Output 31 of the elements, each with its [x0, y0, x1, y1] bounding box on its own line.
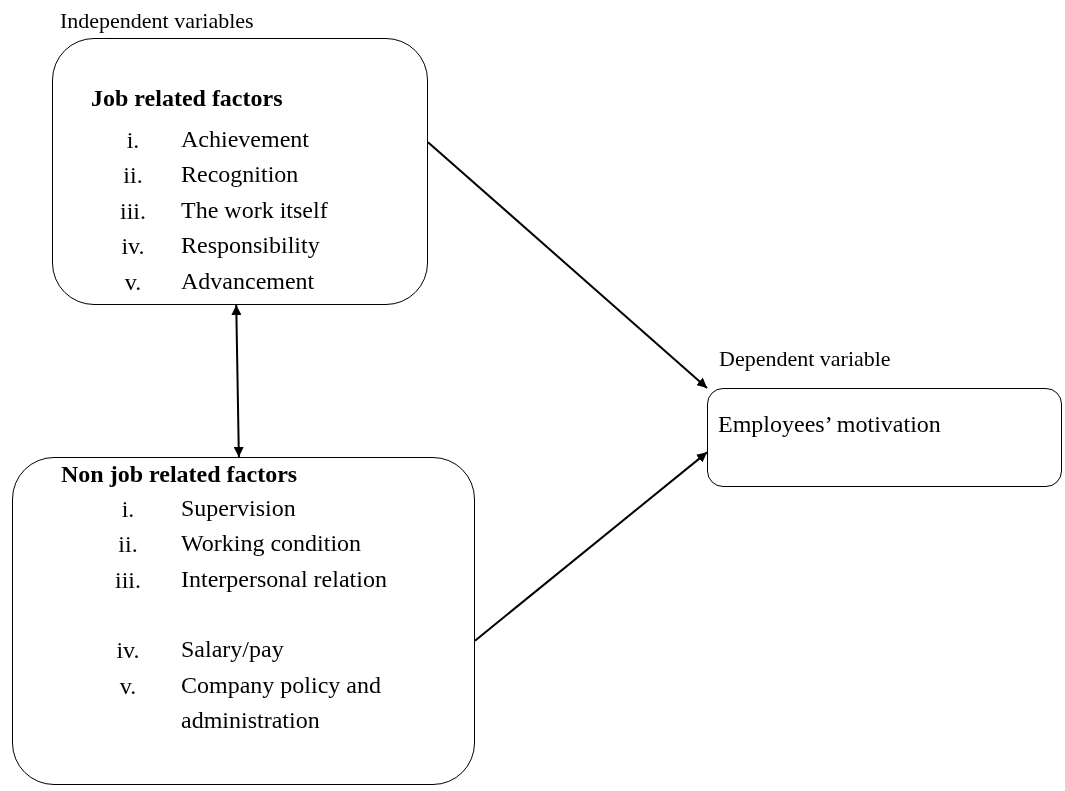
arrow — [474, 451, 708, 642]
list-numeral: v. — [123, 269, 143, 296]
list-item: Recognition — [181, 160, 300, 189]
list-item: Responsibility — [181, 231, 321, 260]
list-item: Achievement — [181, 125, 310, 154]
list-numeral: iii. — [119, 198, 147, 225]
list-numeral: ii. — [117, 531, 139, 558]
box-heading: Non job related factors — [61, 461, 298, 488]
list-item: Salary/pay — [181, 635, 285, 664]
list-numeral: v. — [118, 673, 138, 700]
list-item: Working condition — [181, 529, 363, 558]
list-numeral: ii. — [122, 162, 144, 189]
list-item: The work itself — [181, 196, 329, 225]
list-numeral: i. — [120, 496, 136, 523]
list-item: Supervision — [181, 494, 297, 523]
section-label: Independent variables — [60, 8, 254, 34]
box-heading: Job related factors — [91, 85, 283, 112]
arrow — [231, 304, 244, 458]
list-numeral: iv. — [120, 233, 146, 260]
box-text: Employees’ motivation — [718, 411, 941, 438]
list-item: Advancement — [181, 267, 316, 296]
box-heading: Dependent variable — [719, 346, 891, 372]
rounded-box — [12, 457, 475, 785]
list-numeral: iii. — [114, 567, 142, 594]
list-numeral: i. — [125, 127, 141, 154]
rounded-box — [707, 388, 1062, 487]
list-item: Company policy and administration — [181, 671, 382, 735]
list-item: Interpersonal relation — [181, 565, 388, 594]
list-numeral: iv. — [115, 637, 141, 664]
rounded-box — [52, 38, 428, 305]
arrow — [427, 141, 708, 389]
